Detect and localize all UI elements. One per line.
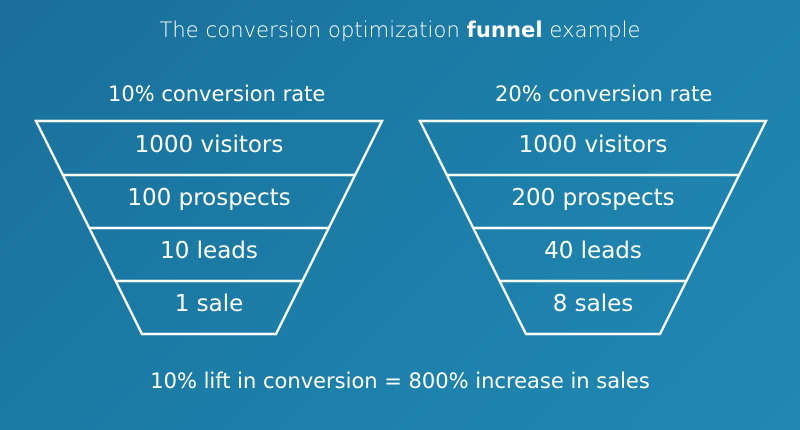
funnel-right-stage-visitors: 1000 visitors [518, 132, 668, 158]
rate-label-right: 20% conversion rate [495, 82, 713, 106]
funnel-left-stage-sales: 1 sale [174, 291, 244, 317]
funnel-left [34, 119, 384, 336]
funnel-left-outline [34, 119, 384, 336]
title-text-after: example [542, 18, 641, 42]
funnel-right [418, 119, 768, 336]
title-emphasis: funnel [466, 18, 543, 42]
funnel-right-stage-leads: 40 leads [544, 238, 642, 264]
title-text-before: The conversion optimization [159, 18, 467, 42]
funnel-right-stage-sales: 8 sales [552, 291, 634, 317]
summary-footer: 10% lift in conversion = 800% increase i… [150, 369, 650, 393]
funnel-left-stage-prospects: 100 prospects [127, 185, 291, 211]
rate-label-left: 10% conversion rate [108, 82, 326, 106]
page-title: The conversion optimization funnel examp… [0, 18, 800, 42]
funnel-right-outline [418, 119, 768, 336]
funnel-right-stage-prospects: 200 prospects [511, 185, 675, 211]
funnel-left-stage-visitors: 1000 visitors [134, 132, 284, 158]
funnel-left-stage-leads: 10 leads [160, 238, 258, 264]
